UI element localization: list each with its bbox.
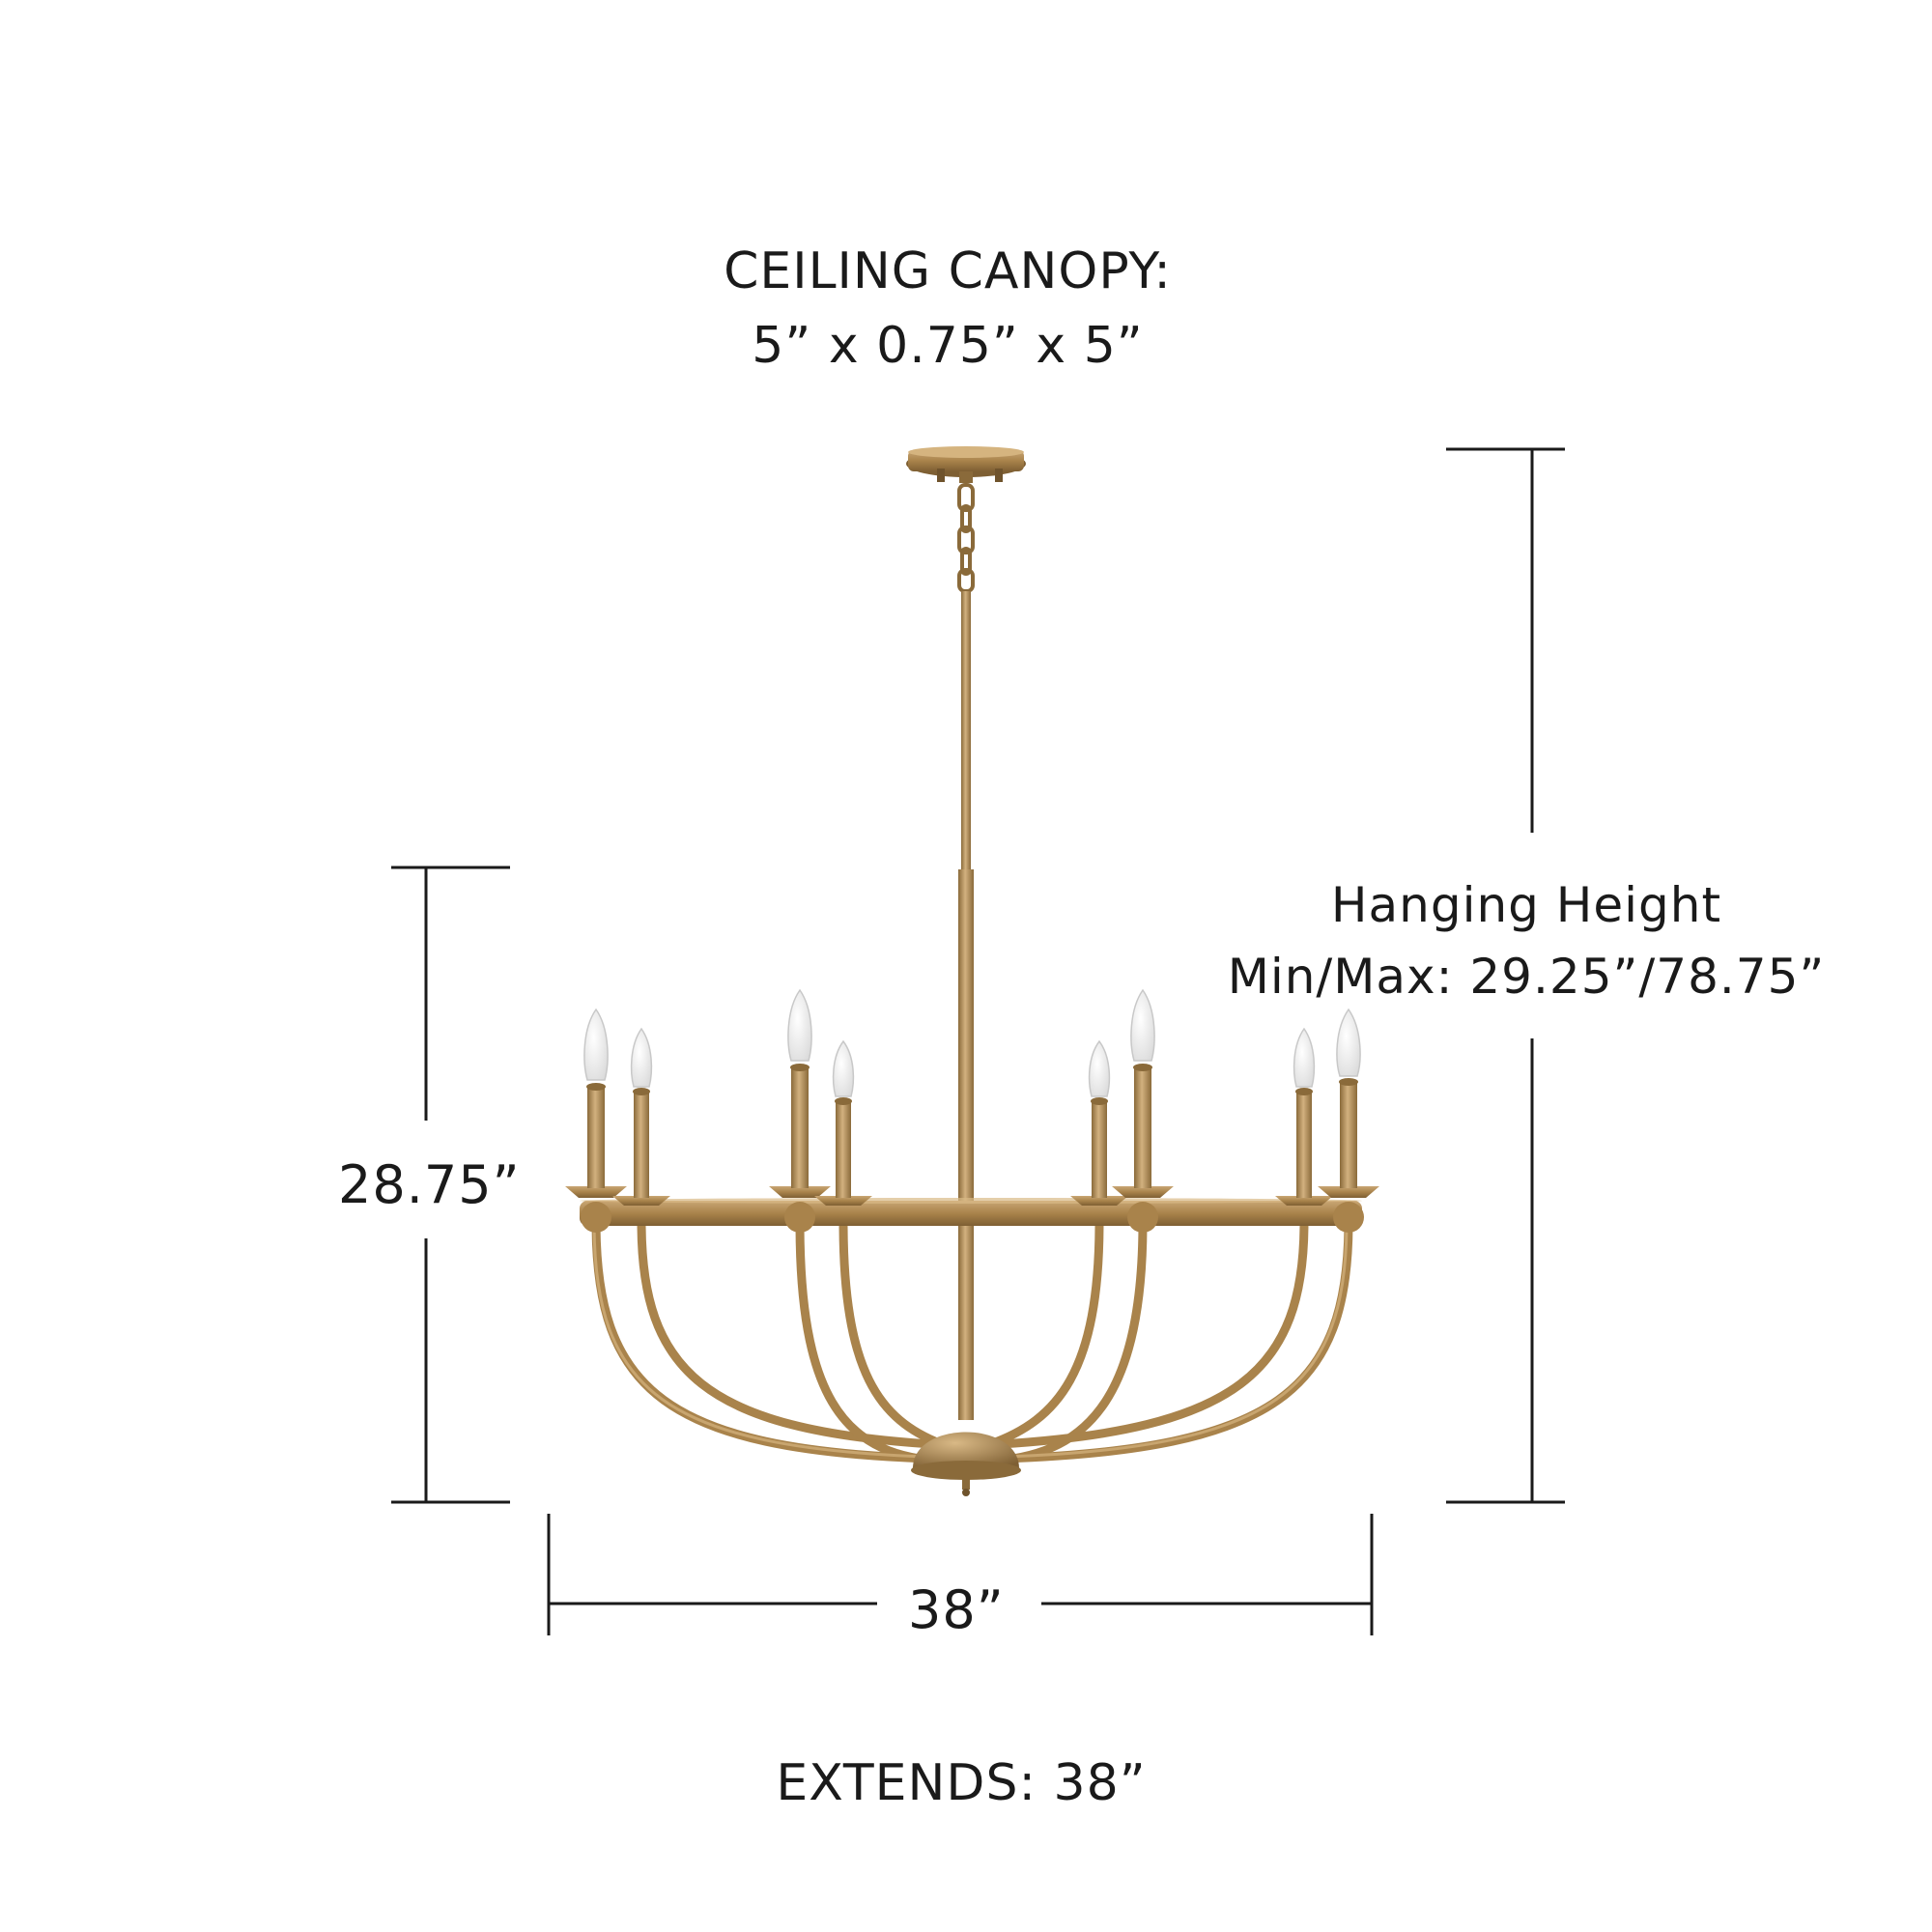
candle-6 [1112, 988, 1174, 1233]
candle-4 [814, 1039, 872, 1206]
width-dimension-line [547, 1514, 1374, 1635]
ceiling-canopy [906, 446, 1026, 483]
candle-1 [565, 1008, 627, 1233]
candle-5 [1070, 1039, 1128, 1206]
candle-8 [1318, 1008, 1379, 1233]
candle-7 [1275, 1027, 1333, 1206]
candle-2 [612, 1027, 670, 1206]
center-dome [911, 1432, 1021, 1496]
ring [580, 1198, 1362, 1226]
candle-sockets [565, 988, 1379, 1233]
canopy-title: CEILING CANOPY: [724, 242, 1172, 300]
hanging-height-title: Hanging Height [1330, 877, 1722, 933]
canopy-dimensions: 5” x 0.75” x 5” [752, 317, 1144, 375]
fixture-width-label: 38” [908, 1579, 1005, 1640]
down-rod [958, 591, 974, 1420]
candle-3 [769, 988, 831, 1233]
fixture-height-label: 28.75” [338, 1154, 521, 1215]
hanging-height-dimension-line [1446, 447, 1565, 1504]
chain [957, 483, 975, 593]
extends-label: EXTENDS: 38” [776, 1754, 1147, 1812]
chandelier-illustration [565, 446, 1379, 1496]
hanging-height-value: Min/Max: 29.25”/78.75” [1227, 949, 1826, 1005]
height-dimension-line [391, 866, 510, 1504]
